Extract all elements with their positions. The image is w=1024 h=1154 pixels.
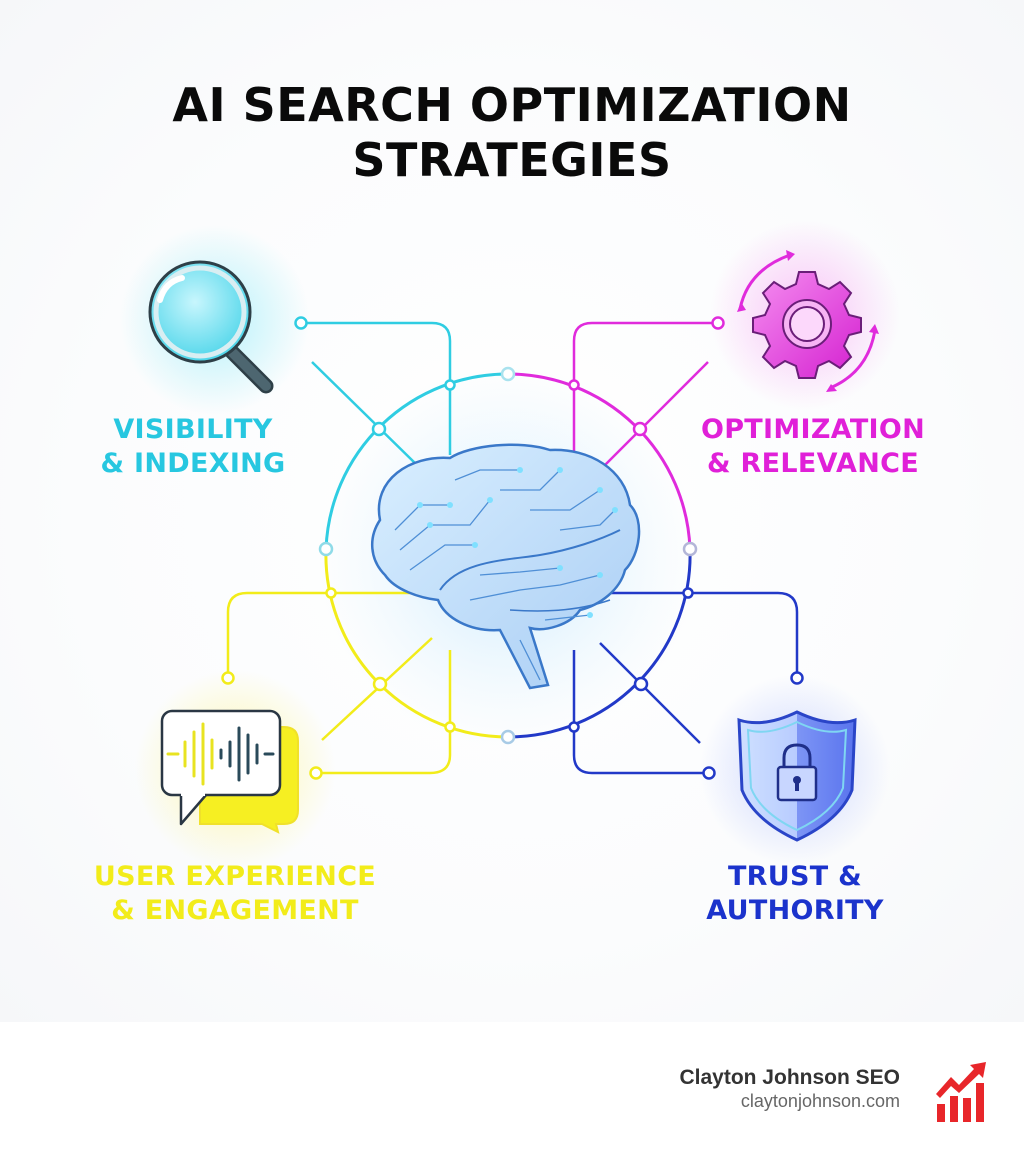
title-line-2: STRATEGIES <box>352 133 672 187</box>
brand-name: Clayton Johnson SEO <box>679 1066 900 1089</box>
bar-chart-up-arrow-icon <box>936 1062 986 1122</box>
magnifying-glass-icon <box>148 260 274 394</box>
shield-padlock-icon <box>737 710 857 842</box>
page-title: AI SEARCH OPTIMIZATION STRATEGIES <box>0 78 1024 188</box>
network-diagram <box>120 220 900 870</box>
title-line-1: AI SEARCH OPTIMIZATION <box>172 78 852 132</box>
footer <box>0 1022 1024 1154</box>
quadrant-label-trust: TRUST & AUTHORITY <box>706 861 884 926</box>
quadrant-label-user-experience: USER EXPERIENCE & ENGAGEMENT <box>93 861 377 926</box>
brand-block: Clayton Johnson SEO claytonjohnson.com <box>679 1066 900 1112</box>
gear-with-cycle-arrows-icon <box>737 250 879 392</box>
brand-url: claytonjohnson.com <box>740 1091 900 1111</box>
circuit-brain-icon <box>370 443 641 690</box>
quadrant-label-visibility: VISIBILITY & INDEXING <box>100 414 286 479</box>
quadrant-label-optimization: OPTIMIZATION & RELEVANCE <box>700 414 926 479</box>
chat-bubble-soundwave-icon <box>160 709 299 834</box>
